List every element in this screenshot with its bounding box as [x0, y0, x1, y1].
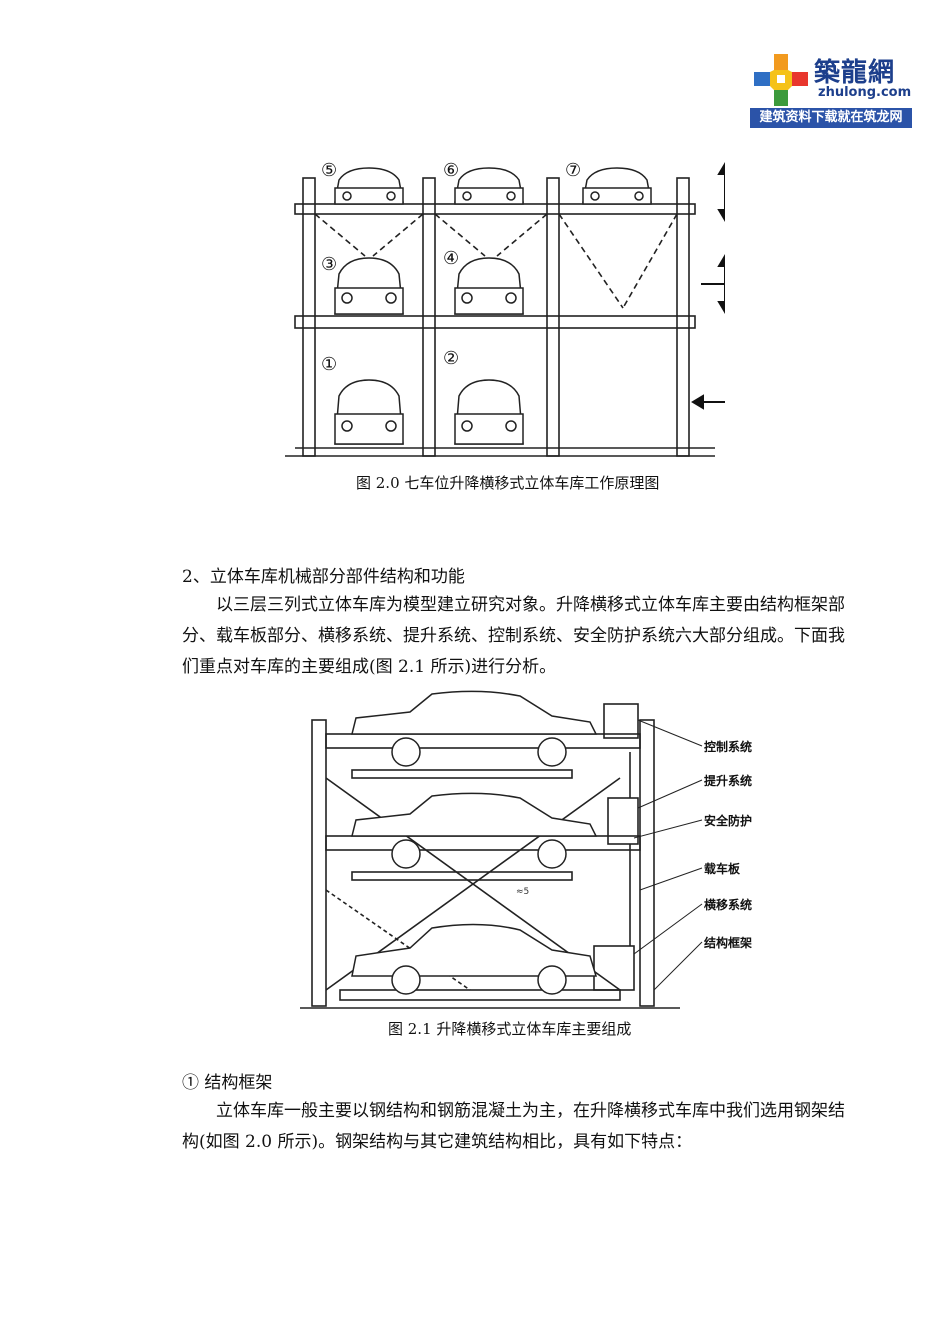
slot-number: ⑦ [565, 160, 581, 181]
car-slot-1 [334, 379, 404, 445]
car-slot-5 [334, 167, 404, 205]
figure-note: ≈5 [516, 887, 529, 897]
zhulong-logo [750, 46, 912, 128]
horizontal-arrow-icon [691, 394, 725, 410]
figure-2-0-caption: 图 2.0 七车位升降横移式立体车库工作原理图 [356, 474, 660, 492]
slot-number: ⑥ [443, 160, 459, 181]
label-carrier-plate: 载车板 [704, 862, 741, 876]
car-slot-3 [334, 257, 404, 315]
frame-post [302, 177, 316, 457]
frame-post [639, 719, 655, 1007]
logo-name: 築龍網 [814, 58, 896, 88]
label-control-system: 控制系统 [704, 740, 753, 754]
slot-number: ② [443, 348, 459, 369]
logo-domain: zhulong.com [818, 85, 912, 100]
car-slot-7 [582, 167, 652, 205]
slot-number: ⑤ [321, 160, 337, 181]
carrier-platform [339, 989, 621, 1001]
label-structural-frame: 结构框架 [704, 936, 753, 950]
car-slot-4 [454, 257, 524, 315]
section-paragraph: 以三层三列式立体车库为模型建立研究对象。升降横移式立体车库主要由结构框架部分、载… [182, 595, 845, 677]
pinwheel-logo-icon [754, 54, 808, 106]
label-lift-system: 提升系统 [704, 774, 753, 788]
label-safety-protection: 安全防护 [704, 814, 753, 828]
frame-post [422, 177, 436, 457]
slot-number: ③ [321, 254, 337, 275]
figure-2-1-diagram: ≈5 [300, 690, 703, 1009]
traverse-drive [593, 945, 635, 991]
label-traverse-system: 横移系统 [704, 898, 753, 912]
car-slot-6 [454, 167, 524, 205]
frame-beam [294, 315, 696, 329]
lift-motor [607, 797, 639, 845]
figure-2-1-caption: 图 2.1 升降横移式立体车库主要组成 [388, 1020, 632, 1038]
cross-arrow-icon [701, 254, 725, 314]
vertical-arrow-icon [717, 162, 725, 222]
frame-post [546, 177, 560, 457]
carrier-platform [325, 733, 641, 749]
car-level-top [351, 690, 598, 767]
slot-number: ④ [443, 248, 459, 269]
section-heading: 2、立体车库机械部分部件结构和功能 [182, 567, 465, 587]
slot-number: ① [321, 354, 337, 375]
car-slot-2 [454, 379, 524, 445]
subsection-paragraph: 立体车库一般主要以钢结构和钢筋混凝土为主，在升降横移式车库中我们选用钢架结构(如… [182, 1101, 845, 1152]
logo-slogan: 建筑资料下载就在筑龙网 [750, 108, 912, 128]
carrier-platform [325, 835, 641, 851]
car-level-middle [351, 792, 598, 869]
car-level-bottom [351, 923, 598, 995]
frame-post [676, 177, 690, 457]
control-unit [603, 703, 639, 739]
frame-post [311, 719, 327, 1007]
figure-2-0-diagram: ⑤ ⑥ ⑦ ③ ④ ① ② [285, 160, 725, 457]
subsection-heading: ① 结构框架 [182, 1073, 273, 1093]
frame-beam [294, 203, 696, 215]
